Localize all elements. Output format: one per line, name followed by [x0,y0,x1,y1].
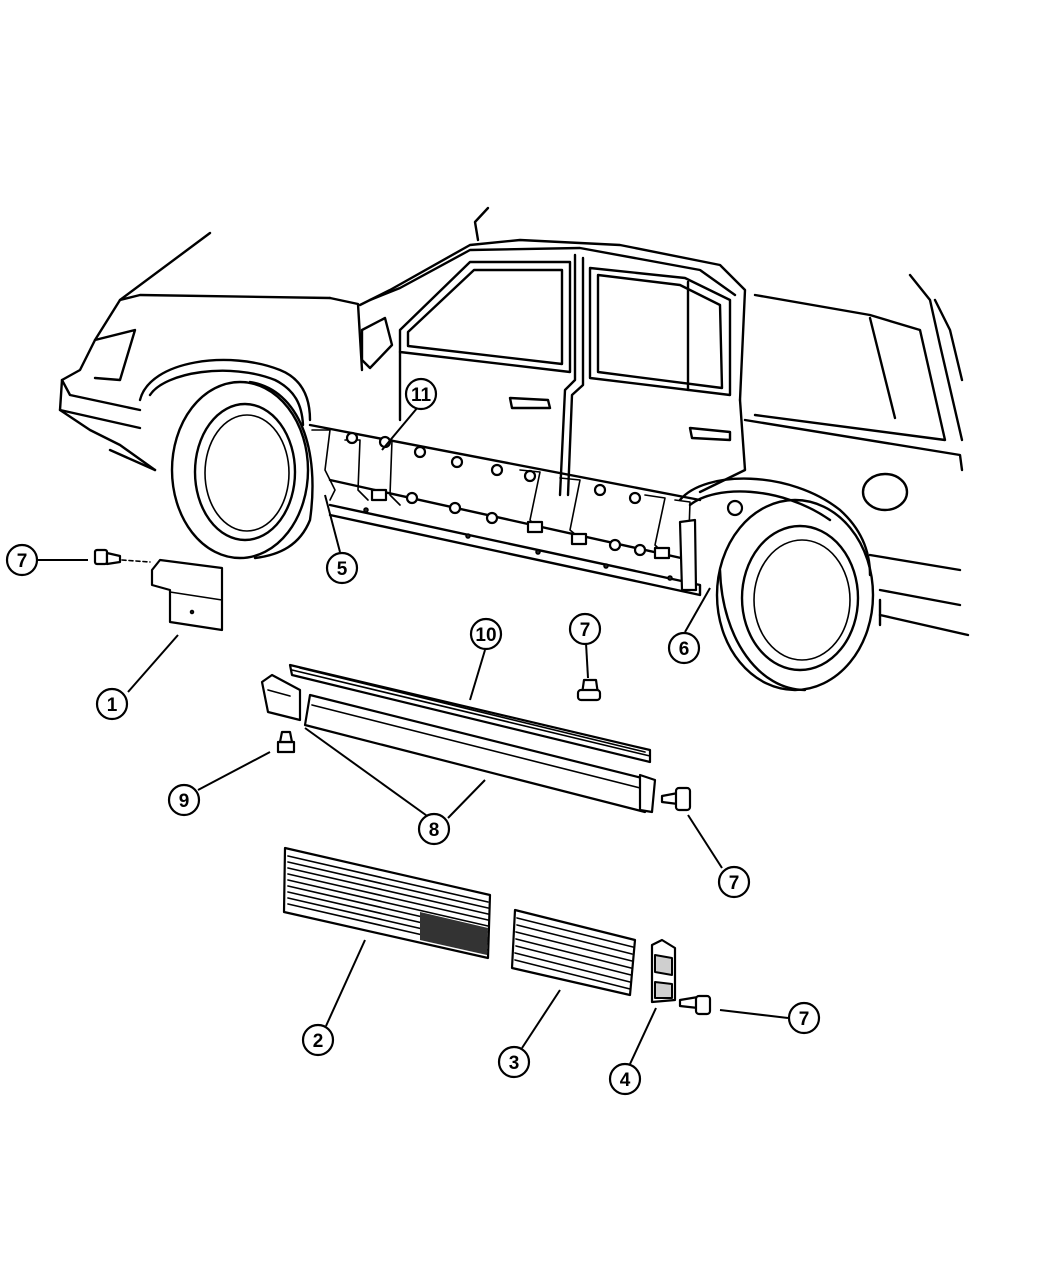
callout-5: 5 [325,551,359,585]
part-lower-molding [260,673,657,814]
callout-label-9: 9 [179,791,190,812]
rear-wheel [715,498,875,692]
callout-11: 11 [404,377,438,411]
callout-9: 9 [167,783,201,817]
callout-7-left: 7 [5,543,39,577]
callout-label-11: 11 [411,385,432,406]
vehicle-body [58,206,970,637]
callout-label-6: 6 [679,639,690,660]
callout-10: 10 [469,617,503,651]
callout-label-7: 7 [799,1009,810,1030]
callout-8: 8 [417,812,451,846]
callout-label-3: 3 [509,1053,520,1074]
part-rear-door-molding [510,908,637,997]
rocker-sill [308,423,744,597]
screw-fastener [93,548,151,566]
screw-fastener [576,678,602,702]
part-front-door-molding [282,846,492,960]
push-pin-fastener [276,730,296,754]
callout-label-5: 5 [337,559,348,580]
part-front-molding-end-cap [150,558,224,632]
callout-7-molding: 7 [717,865,751,899]
callout-label-2: 2 [313,1031,324,1052]
callout-4: 4 [608,1062,642,1096]
callout-label-10: 10 [475,625,496,646]
screw-fastener [660,786,692,812]
callout-label-7: 7 [729,873,740,894]
callout-label-7: 7 [17,551,28,572]
callout-3: 3 [497,1045,531,1079]
callout-6: 6 [667,631,701,665]
leader-lines [37,406,789,1065]
callout-label-7: 7 [580,620,591,641]
callout-label-1: 1 [107,695,118,716]
callout-label-4: 4 [620,1070,631,1091]
callout-label-8: 8 [429,820,440,841]
screw-fastener [678,994,712,1016]
part-rear-molding-end-cap [650,938,677,1004]
callout-2: 2 [301,1023,335,1057]
callout-1: 1 [95,687,129,721]
part-upper-molding [288,663,652,764]
front-wheel [170,380,314,560]
callout-7-top: 7 [568,612,602,646]
callout-7-endcap: 7 [787,1001,821,1035]
